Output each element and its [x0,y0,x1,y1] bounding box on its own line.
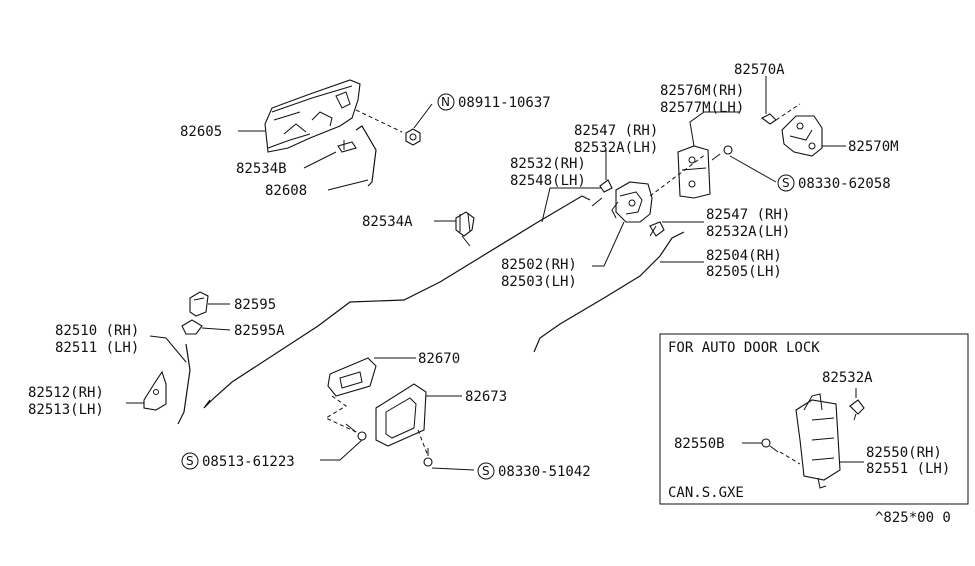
label-82532A-lh-top: 82532A(LH) [574,140,658,156]
auto-box-footer: CAN.S.GXE [668,485,744,501]
label-auto-82550B: 82550B [674,436,725,452]
label-08330-51042: 08330-51042 [498,464,591,480]
rod-82504-82505 [533,231,685,353]
page-code: ^825*00 0 [875,510,951,526]
striker-82570M [781,115,823,157]
screw-08330-62058 [711,145,733,161]
door-lock-82502 [611,181,653,223]
screw-auto-82550B [761,438,779,453]
label-82510-rh: 82510 (RH) [55,323,139,339]
label-auto-82551-lh: 82551 (LH) [866,461,950,477]
label-82513-lh: 82513(LH) [28,402,104,418]
label-08513-61223: 08513-61223 [202,454,295,470]
label-82547-rh-top: 82547 (RH) [574,123,658,139]
actuator-82550 [795,393,841,489]
lock-knob-82595 [189,291,209,317]
label-82595: 82595 [234,297,276,313]
clip-82547-mid [649,221,665,237]
grommet-82595A [181,319,203,335]
label-82511-lh: 82511 (LH) [55,340,139,356]
label-82595A: 82595A [234,323,285,339]
auto-door-lock-box: FOR AUTO DOOR LOCK CAN.S.GXE 82550(RH) 8… [659,333,969,505]
bracket-82512 [143,370,167,411]
screw-symbol-s-1: S [777,174,795,192]
label-82504-rh: 82504(RH) [706,248,782,264]
label-82532-rh: 82532(RH) [510,156,586,172]
svg-text:N: N [441,95,450,109]
label-82570M: 82570M [848,139,899,155]
clip-82547-top [591,179,613,207]
label-82503-lh: 82503(LH) [501,274,577,290]
inside-handle-82670 [327,357,377,397]
label-auto-82532A: 82532A [822,370,873,386]
label-08330-62058: 08330-62058 [798,176,891,192]
nut-symbol-n: N [437,93,455,111]
label-82670: 82670 [418,351,460,367]
label-82605: 82605 [180,124,222,140]
screw-symbol-s-3: S [477,462,495,480]
label-82512-rh: 82512(RH) [28,385,104,401]
label-82608: 82608 [265,183,307,199]
clip-82534B [337,140,357,153]
striker-plate-82576M [677,145,711,199]
label-82673: 82673 [465,389,507,405]
label-82570A: 82570A [734,62,785,78]
svg-text:S: S [782,176,790,190]
svg-text:S: S [482,464,490,478]
label-08911-10637: 08911-10637 [458,95,551,111]
label-82532A-lh-mid: 82532A(LH) [706,224,790,240]
label-82576M-rh: 82576M(RH) [660,83,744,99]
clip-auto-82532A [849,399,865,421]
label-82505-lh: 82505(LH) [706,264,782,280]
nut-08911-10637 [405,128,421,146]
label-82548-lh: 82548(LH) [510,173,586,189]
clip-82534A [455,211,475,247]
svg-text:S: S [186,454,194,468]
label-auto-82550-rh: 82550(RH) [866,445,942,461]
label-82547-rh-mid: 82547 (RH) [706,207,790,223]
rod-82510-82511 [177,343,191,425]
label-82577M-lh: 82577M(LH) [660,100,744,116]
label-82534B: 82534B [236,161,287,177]
auto-box-title: FOR AUTO DOOR LOCK [668,340,820,356]
screw-symbol-s-2: S [181,452,199,470]
label-82534A: 82534A [362,214,413,230]
screw-08330-51042 [423,448,433,467]
label-82502-rh: 82502(RH) [501,257,577,273]
bolt-82570A [760,113,777,125]
escutcheon-82673 [375,383,427,447]
rod-82608 [355,125,377,187]
outside-handle-82605 [264,79,361,153]
rod-82532-82548 [203,195,591,409]
